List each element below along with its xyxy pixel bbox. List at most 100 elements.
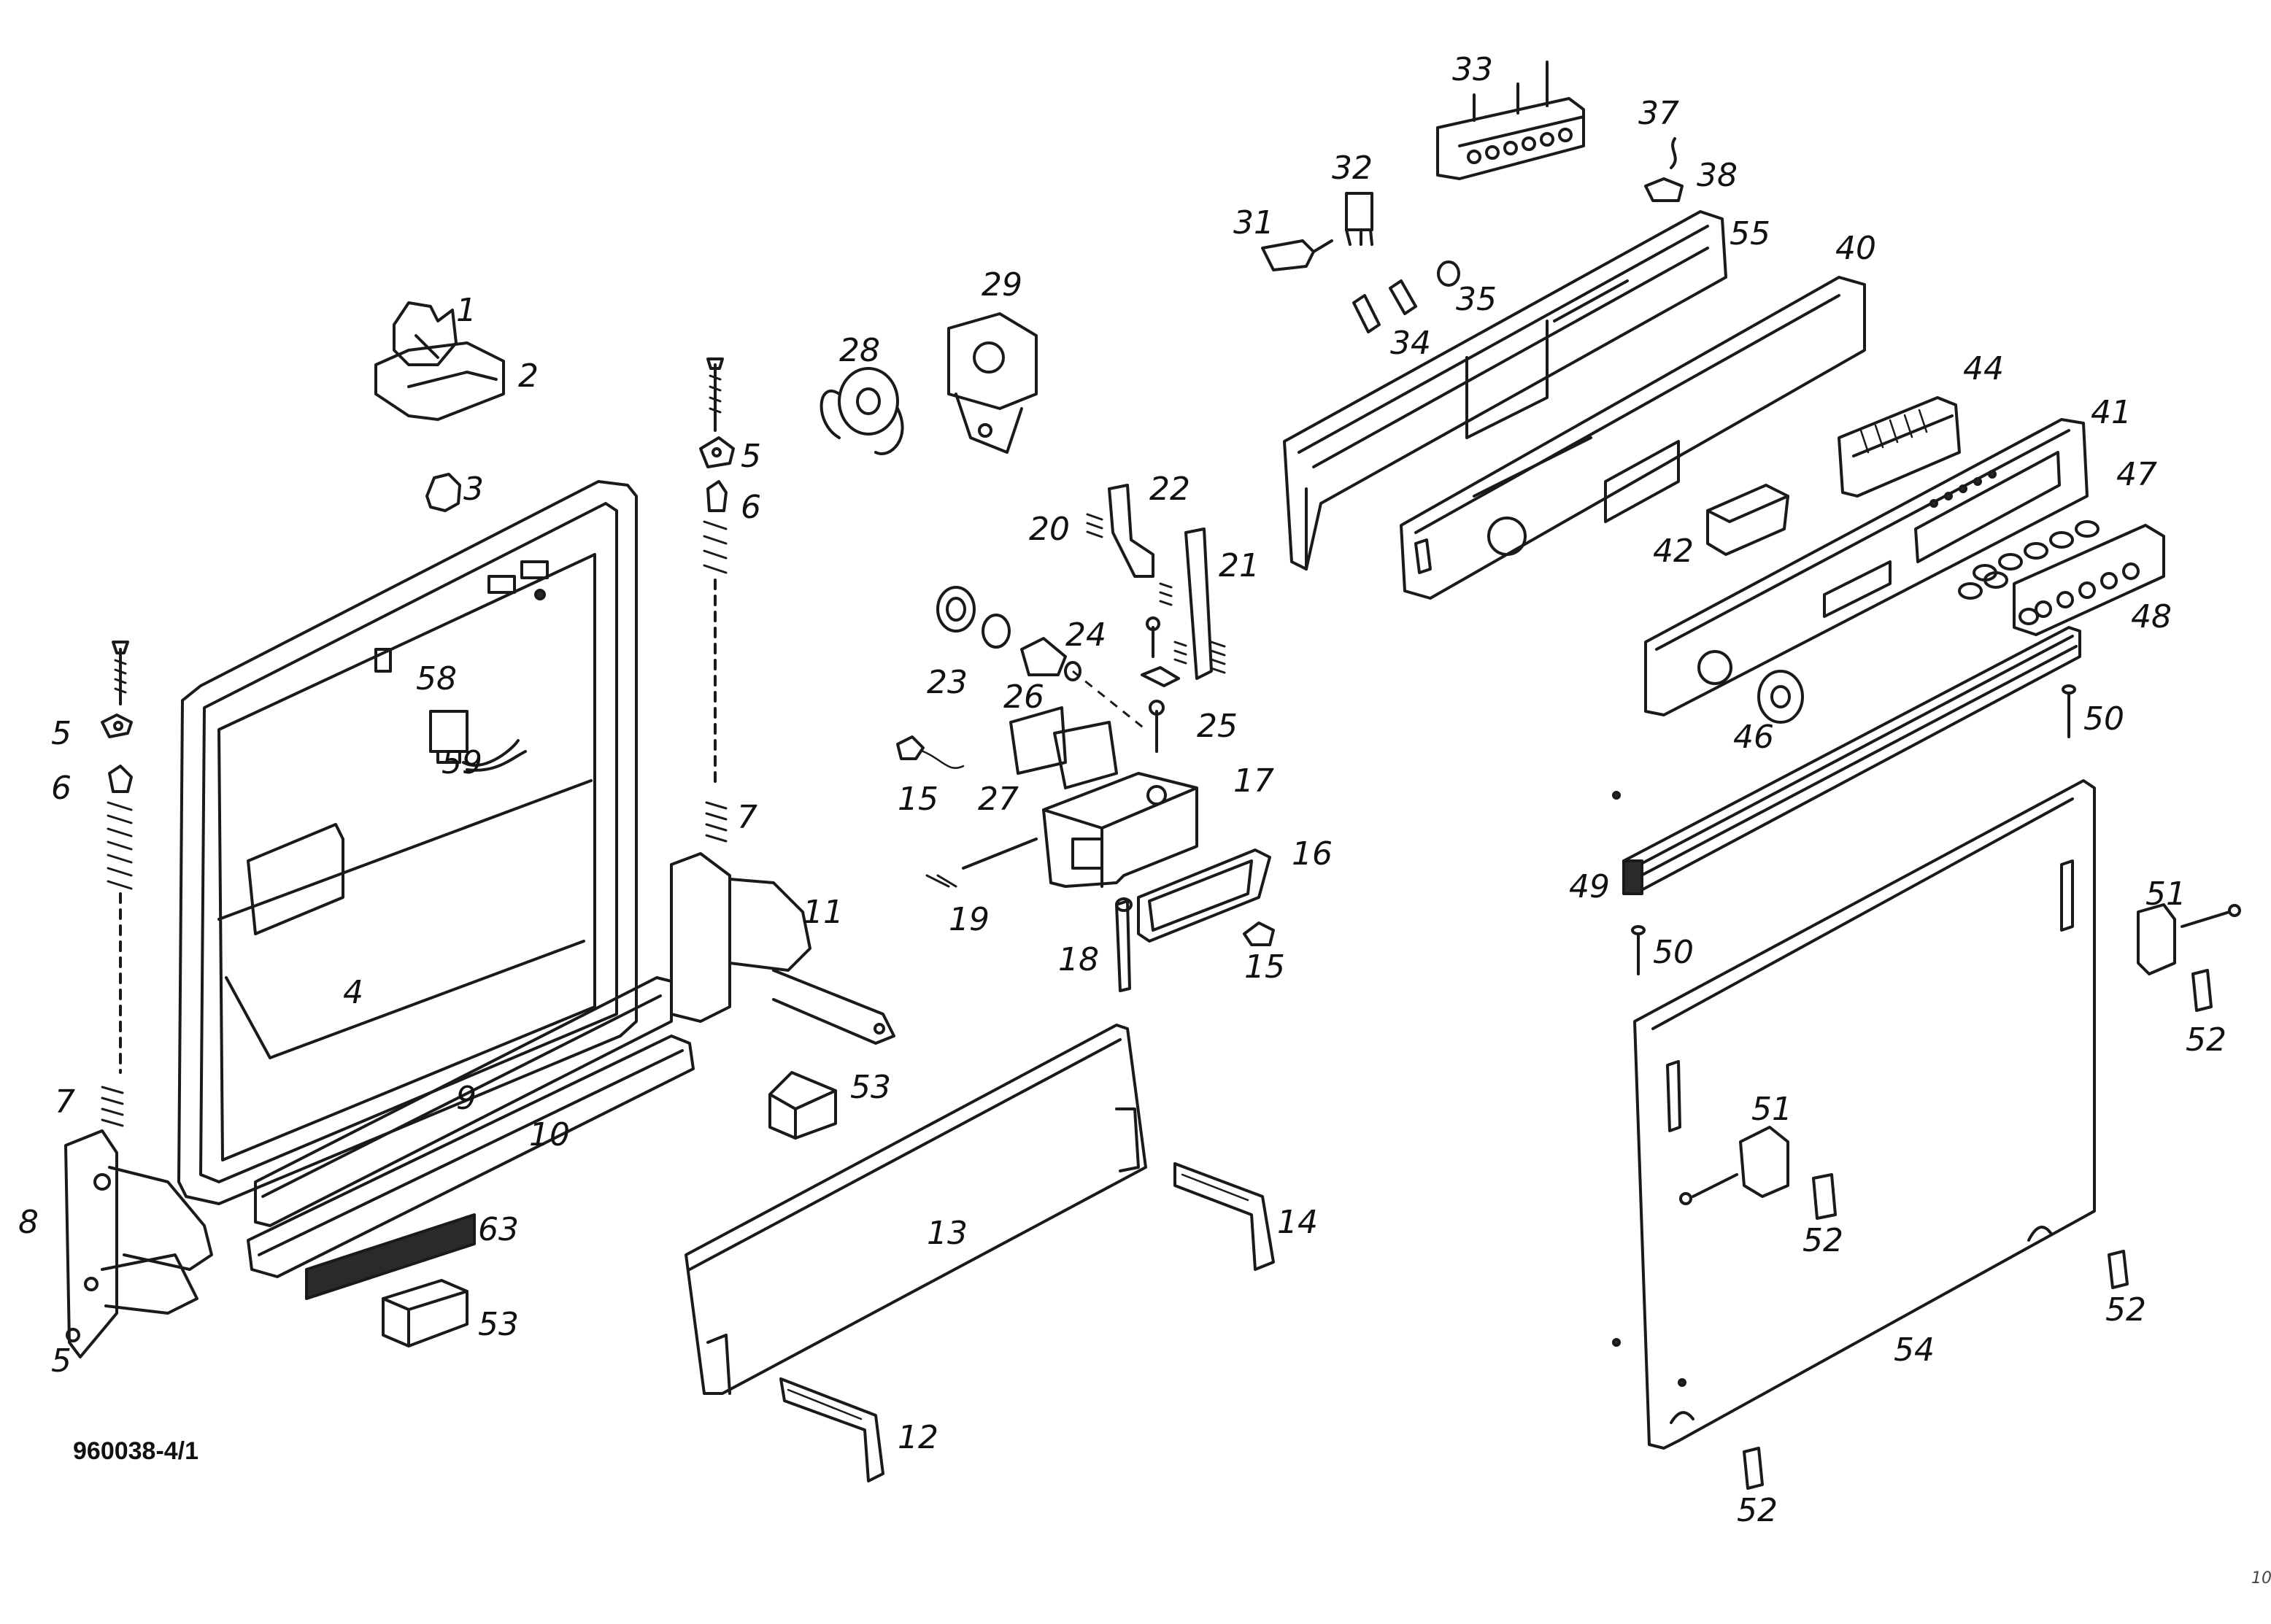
callout-49: 49 <box>1569 868 1610 905</box>
terminal-block-33 <box>1436 61 1585 180</box>
callout-31: 31 <box>1233 204 1274 241</box>
callout-52-c: 52 <box>2105 1291 2146 1329</box>
callout-7-right: 7 <box>737 799 757 836</box>
callout-52-d: 52 <box>1737 1492 1778 1529</box>
callout-14: 14 <box>1277 1204 1318 1241</box>
callout-5-left: 5 <box>51 715 72 752</box>
pin-34 <box>1352 279 1417 333</box>
kick-plate-13 <box>685 1024 1147 1395</box>
callout-2: 2 <box>518 357 539 395</box>
callout-3: 3 <box>463 471 484 508</box>
bracket-52-b <box>1812 1173 1837 1220</box>
callout-50-upper: 50 <box>2083 700 2124 738</box>
knob-35 <box>1437 260 1460 287</box>
insulation-strip-63 <box>305 1213 476 1300</box>
callout-11: 11 <box>803 894 844 931</box>
callout-8: 8 <box>18 1204 39 1241</box>
selector-knob-46 <box>1757 670 1804 724</box>
actuator-24 <box>1020 637 1081 681</box>
foam-block-53-upper <box>768 1071 837 1140</box>
callout-26: 26 <box>1003 678 1044 716</box>
callout-17: 17 <box>1233 762 1274 800</box>
timer-unit-29 <box>947 312 1038 454</box>
callout-38: 38 <box>1697 157 1738 194</box>
lever-21 <box>1159 527 1226 680</box>
callout-20: 20 <box>1029 511 1070 548</box>
door-catch-part <box>374 301 505 421</box>
callout-59: 59 <box>442 744 482 781</box>
switch-bank-48 <box>2013 524 2165 636</box>
callout-5-right: 5 <box>741 438 761 475</box>
callout-58: 58 <box>416 660 457 697</box>
dispenser-body-17 <box>1042 772 1198 888</box>
callout-51-upper: 51 <box>2145 875 2186 913</box>
control-panel-frame-55 <box>1283 210 1727 571</box>
callout-32: 32 <box>1332 150 1373 187</box>
callout-33: 33 <box>1452 51 1493 88</box>
callout-40: 40 <box>1835 230 1876 267</box>
callout-24: 24 <box>1065 616 1106 654</box>
hinge-clamp-51-upper <box>2137 903 2241 975</box>
dispenser-cap-23 <box>936 586 1011 649</box>
bracket-52-d <box>1743 1447 1764 1490</box>
screw-25 <box>1141 616 1180 753</box>
clip-37 <box>1670 137 1677 169</box>
fan-motor-28 <box>820 367 904 455</box>
switch-module-44 <box>1838 396 1961 498</box>
button-cap-42 <box>1706 484 1789 556</box>
clip-15-left <box>896 735 965 769</box>
callout-9: 9 <box>456 1080 477 1117</box>
callout-7-left: 7 <box>55 1083 75 1121</box>
callout-52-a: 52 <box>2186 1021 2226 1059</box>
foam-block-53-lower <box>382 1279 469 1347</box>
callout-28: 28 <box>839 332 880 369</box>
callout-10: 10 <box>529 1116 570 1153</box>
screw-50-upper <box>2062 684 2076 738</box>
callout-15-left: 15 <box>898 781 938 818</box>
callout-41: 41 <box>2091 394 2132 431</box>
callout-labels: 1 2 3 4 5 5 5 6 6 7 7 8 9 10 11 12 13 14… <box>18 51 2226 1529</box>
assembly-guide-line <box>1072 670 1146 731</box>
hinge-screw-left <box>101 641 133 738</box>
dispenser-bracket-22 <box>1108 484 1154 578</box>
outer-door-panel-54 <box>1612 779 2096 1450</box>
callout-55: 55 <box>1730 215 1770 252</box>
screw-50-lower <box>1631 925 1646 975</box>
callout-54: 54 <box>1894 1331 1935 1369</box>
hinge-clamp-51-lower <box>1679 1126 1789 1205</box>
callout-6-right: 6 <box>741 489 761 526</box>
connector-31 <box>1261 239 1333 271</box>
callout-15-right: 15 <box>1244 948 1285 986</box>
callout-37: 37 <box>1638 95 1679 132</box>
bracket-52-a <box>2191 969 2213 1012</box>
trim-strip-49 <box>1622 626 2081 895</box>
clip-38 <box>1644 177 1684 202</box>
spring-19 <box>925 838 1038 888</box>
callout-63: 63 <box>478 1211 519 1248</box>
callout-5-bottom: 5 <box>51 1342 72 1380</box>
callout-27: 27 <box>978 781 1019 818</box>
callout-53-lower: 53 <box>478 1306 519 1343</box>
callout-47: 47 <box>2116 456 2157 493</box>
callout-46: 46 <box>1733 719 1774 756</box>
spring-20 <box>1086 513 1103 538</box>
callout-22: 22 <box>1149 471 1190 508</box>
callout-19: 19 <box>949 901 990 938</box>
clip-15-right <box>1243 921 1275 946</box>
bracket-52-c <box>2108 1250 2129 1289</box>
callout-18: 18 <box>1058 941 1099 978</box>
door-spring-left <box>101 765 133 1127</box>
door-switch-part <box>429 710 527 772</box>
bracket-12 <box>779 1377 884 1482</box>
seal-16 <box>1137 848 1271 943</box>
callout-48: 48 <box>2131 598 2172 635</box>
callout-29: 29 <box>982 266 1022 303</box>
button-set-47 <box>1958 520 2100 600</box>
callout-4: 4 <box>343 974 363 1011</box>
callout-25: 25 <box>1197 708 1238 745</box>
control-panel-housing-40 <box>1400 276 1866 600</box>
callout-16: 16 <box>1292 835 1333 873</box>
door-spring-right <box>699 357 735 843</box>
callout-21: 21 <box>1219 547 1260 584</box>
